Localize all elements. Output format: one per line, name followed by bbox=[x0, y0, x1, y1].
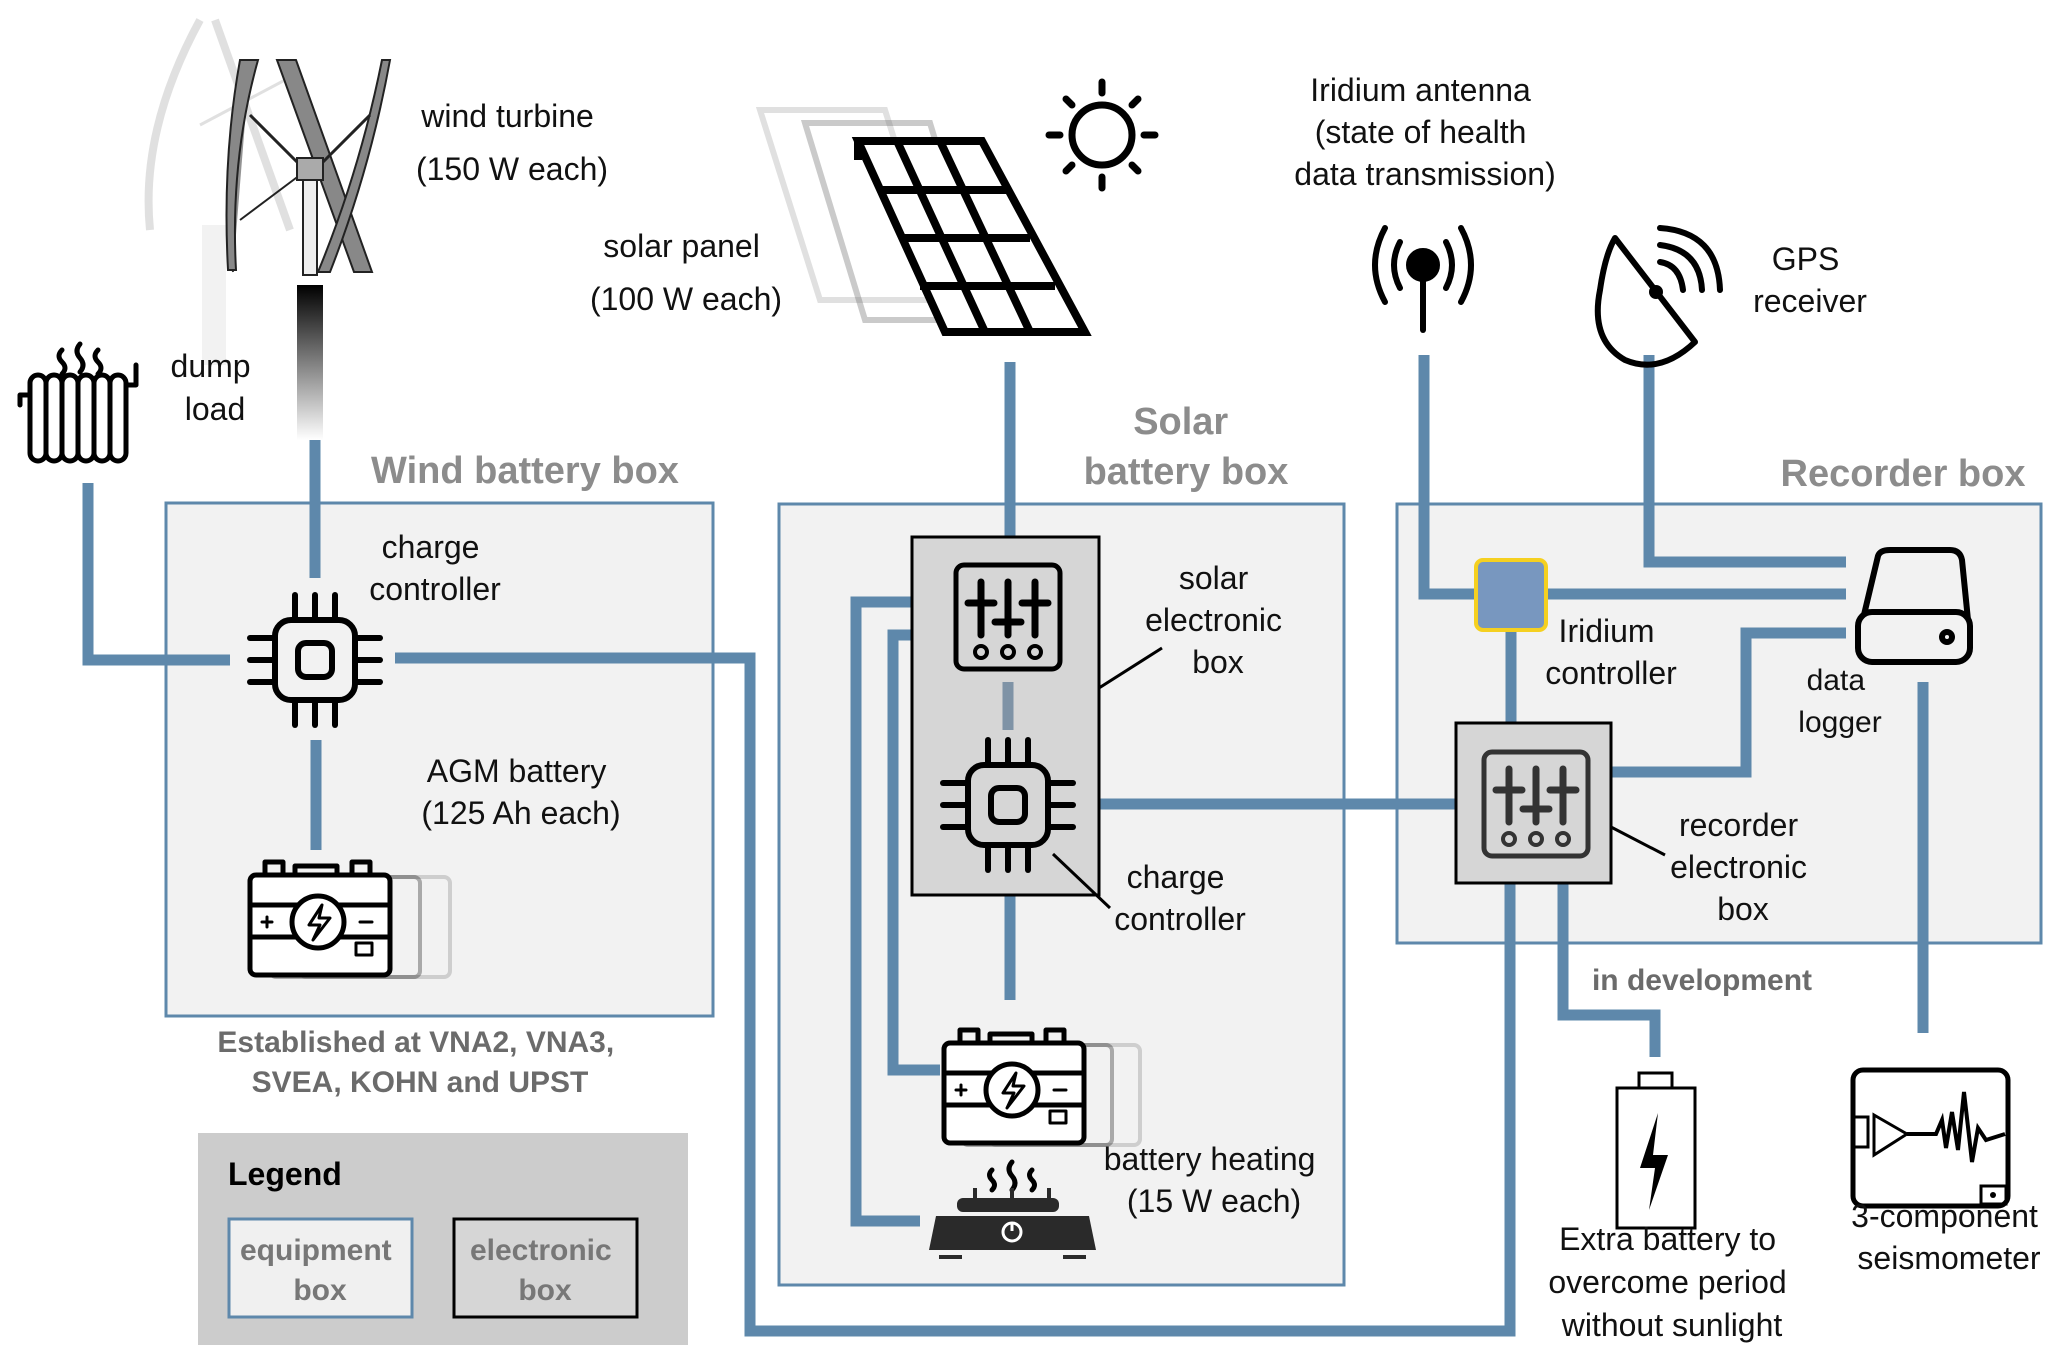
wire-dumpload-to-controller bbox=[82, 483, 230, 666]
wire-box-to-heater bbox=[850, 596, 920, 1227]
chip-icon bbox=[940, 737, 1076, 873]
label-data-logger: data logger bbox=[1798, 664, 1881, 739]
pointer-solar-controller bbox=[1051, 852, 1112, 910]
title-solar-battery-box: Solar battery box bbox=[1084, 401, 1289, 493]
radiator-icon bbox=[17, 341, 139, 464]
heater-icon bbox=[929, 1159, 1096, 1259]
label-recorder-electronic-box: recorder electronic box bbox=[1670, 807, 1816, 927]
label-agm-battery: AGM battery (125 Ah each) bbox=[421, 753, 620, 831]
legend-electronic-swatch bbox=[452, 1217, 639, 1319]
label-wind-charge-controller: charge controller bbox=[369, 529, 501, 607]
legend-equipment-label: equipment box bbox=[240, 1234, 400, 1307]
legend: Legend equipment box electronic box bbox=[198, 1133, 688, 1345]
wire-recorder-box-to-logger bbox=[1611, 627, 1846, 778]
sun-icon bbox=[1045, 78, 1159, 192]
wire-recorder-to-extra-battery bbox=[1557, 883, 1661, 1057]
battery-icon bbox=[1615, 1071, 1697, 1230]
label-battery-heating: battery heating (15 W each) bbox=[1104, 1141, 1325, 1219]
legend-electronic-label: electronic box bbox=[470, 1234, 620, 1307]
legend-equipment-swatch bbox=[227, 1217, 414, 1319]
label-gps-receiver: GPS receiver bbox=[1753, 241, 1867, 319]
wire-antenna-to-iridium bbox=[1418, 355, 1476, 600]
label-seismometer: 3-component seismometer bbox=[1851, 1198, 2047, 1276]
label-solar-electronic-box: solar electronic box bbox=[1145, 560, 1291, 680]
label-iridium-antenna: Iridium antenna (state of health data tr… bbox=[1294, 72, 1555, 192]
note-established-sites: Established at VNA2, VNA3, SVEA, KOHN an… bbox=[217, 1026, 622, 1099]
wire-wind-to-recorder bbox=[395, 652, 1516, 1337]
pointer-recorder-box bbox=[1610, 825, 1666, 857]
title-recorder-box: Recorder box bbox=[1781, 453, 2026, 495]
wire-gps-to-logger bbox=[1643, 355, 1846, 568]
label-iridium-controller: Iridium controller bbox=[1545, 613, 1677, 691]
satellite-dish-icon bbox=[1594, 225, 1723, 368]
hard-drive-icon bbox=[1855, 547, 1973, 665]
agm-battery-icon bbox=[247, 859, 452, 979]
title-wind-battery-box: Wind battery box bbox=[371, 450, 679, 492]
solar-panel-icon bbox=[755, 107, 1092, 336]
chip-icon bbox=[247, 592, 383, 728]
solar-battery-icon bbox=[941, 1027, 1142, 1147]
note-in-development: in development bbox=[1592, 964, 1812, 997]
label-wind-turbine: wind turbine (150 W each) bbox=[416, 98, 608, 187]
wiring bbox=[82, 355, 1929, 1337]
pointer-solar-box bbox=[1098, 646, 1163, 690]
legend-title: Legend bbox=[228, 1156, 342, 1192]
wire-box-to-battery bbox=[887, 629, 940, 1076]
antenna-icon bbox=[1372, 225, 1474, 333]
label-dump-load: dump load bbox=[171, 348, 260, 427]
wind-turbine-icon bbox=[144, 18, 392, 440]
sliders-icon bbox=[953, 562, 1063, 672]
label-solar-panel: solar panel (100 W each) bbox=[590, 228, 782, 317]
iridium-controller bbox=[1474, 558, 1548, 632]
label-solar-charge-controller: charge controller bbox=[1114, 859, 1246, 937]
label-extra-battery: Extra battery to overcome period without… bbox=[1548, 1221, 1795, 1343]
seismometer-icon bbox=[1850, 1067, 2011, 1209]
sliders-icon bbox=[1481, 749, 1591, 859]
